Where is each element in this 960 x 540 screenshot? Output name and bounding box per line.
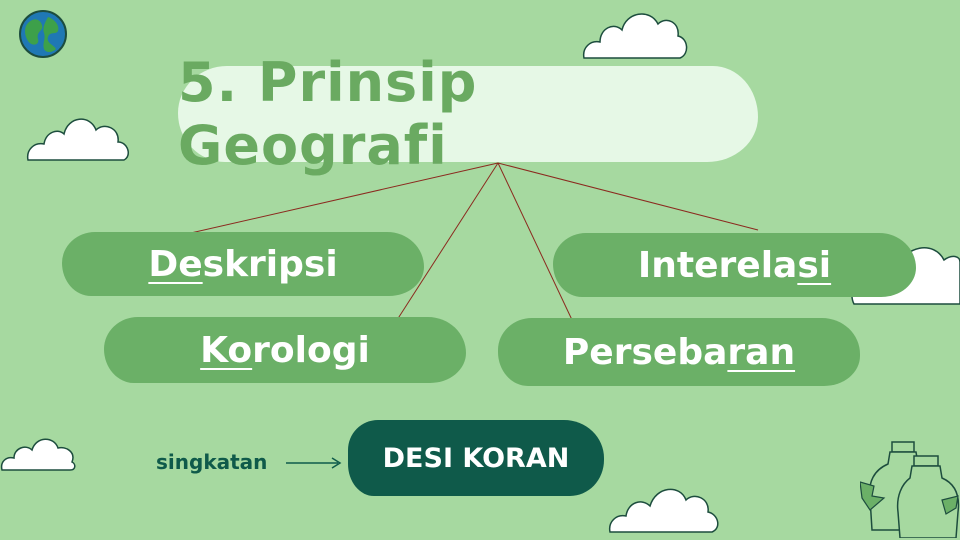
principle-persebaran-key: ran [727, 331, 796, 373]
principle-persebaran: Persebaran [498, 318, 860, 386]
abbreviation-box: DESI KORAN [348, 420, 604, 496]
cloud-icon [582, 13, 688, 59]
principle-deskripsi-key: De [148, 243, 203, 285]
title-bubble [178, 66, 758, 162]
glass-bottles-icon [860, 441, 960, 538]
cloud-icon [608, 488, 719, 533]
principle-deskripsi: Deskripsi [62, 232, 424, 296]
cloud-icon [26, 118, 129, 161]
page-title: 5. Prinsip Geografi [178, 51, 478, 177]
principle-korologi-key: Ko [200, 329, 253, 371]
principle-interelasi: Interelasi [553, 233, 916, 297]
principle-interelasi-key: si [797, 244, 832, 286]
principle-korologi: Korologi [104, 317, 466, 383]
arrow-right-icon [286, 457, 342, 469]
globe-icon [19, 10, 67, 58]
cloud-icon [0, 438, 76, 471]
abbreviation-label: singkatan [156, 450, 268, 474]
